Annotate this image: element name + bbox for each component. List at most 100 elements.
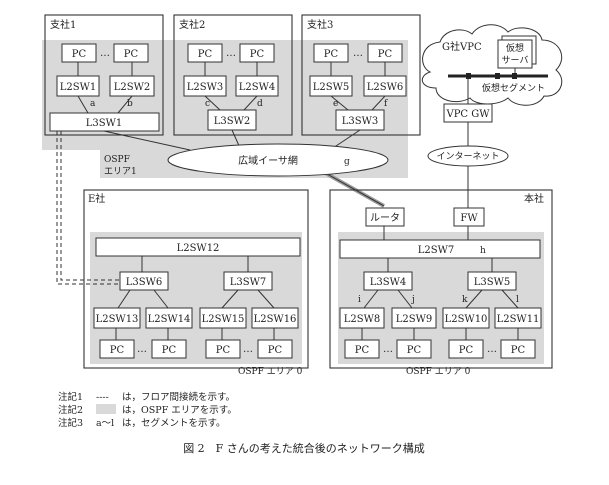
pc: PC: [355, 345, 370, 356]
segment-a: a: [90, 99, 96, 109]
hq-label: 本社: [524, 192, 544, 205]
note-1-id: 注記1: [58, 391, 83, 403]
branch-3: PC … PC L2SW5 L2SW6 e f L3SW3: [309, 43, 407, 131]
ellipsis: …: [383, 344, 393, 355]
l2sw10: L2SW10: [445, 314, 488, 325]
segment-f: f: [384, 99, 388, 109]
pc: PC: [250, 49, 265, 60]
segment-l: l: [516, 295, 519, 305]
l2sw5: L2SW5: [313, 82, 350, 93]
branch-2: PC … PC L2SW3 L2SW4 c d L3SW2: [183, 43, 279, 131]
segment-j: j: [411, 295, 415, 305]
branch-1-frame: [44, 14, 164, 136]
note-3-text: は，セグメントを示す。: [122, 417, 226, 429]
figure-caption: 図 2 F さんの考えた統合後のネットワーク構成: [183, 441, 425, 455]
ospf-area-1-label: OSPF: [104, 155, 130, 165]
l2sw11: L2SW11: [497, 314, 540, 325]
pc: PC: [72, 49, 87, 60]
segment-h: h: [480, 246, 486, 256]
ospf-area-0-hq-label: OSPF エリア 0: [406, 367, 471, 377]
ellipsis: …: [487, 344, 497, 355]
l3sw3: L3SW3: [342, 116, 379, 127]
virtual-server-label: 仮想: [506, 42, 524, 54]
l2sw4: L2SW4: [239, 82, 276, 93]
branch-2-frame: [173, 14, 293, 136]
l3sw4: L3SW4: [370, 277, 407, 288]
pc: PC: [162, 345, 177, 356]
l2sw12: L2SW12: [177, 243, 220, 254]
segment-c: c: [205, 99, 210, 109]
ellipsis: …: [100, 48, 110, 59]
branch-1-label: 支社1: [50, 18, 76, 31]
note-2-id: 注記2: [58, 404, 83, 416]
segment-i: i: [358, 295, 361, 305]
note-2-swatch: [96, 404, 116, 414]
router: ルータ: [370, 212, 400, 224]
ellipsis: …: [243, 344, 253, 355]
l2sw13: L2SW13: [96, 314, 139, 325]
internet: [427, 145, 509, 167]
ellipsis: …: [226, 48, 236, 59]
e-company-label: E社: [88, 192, 105, 205]
l2sw7: L2SW7: [418, 245, 455, 256]
pc: PC: [378, 49, 393, 60]
pc: PC: [459, 345, 474, 356]
pc: PC: [511, 345, 526, 356]
l3sw1: L3SW1: [86, 118, 123, 129]
hq: ルータ FW L2SW7 h L3SW4 L3SW5 i j k l L2SW8…: [339, 207, 542, 377]
l2sw16: L2SW16: [254, 314, 297, 325]
branch-2-label: 支社2: [179, 18, 205, 31]
l2sw2: L2SW2: [114, 82, 151, 93]
note-3-id: 注記3: [58, 417, 83, 429]
pc: PC: [198, 49, 213, 60]
e-company-frame: [83, 189, 309, 369]
l3sw7: L3SW7: [230, 277, 267, 288]
g-vpc-cloud: G社VPC 仮想 サーバ 仮想セグメント: [421, 24, 563, 106]
ellipsis: …: [353, 48, 363, 59]
e-company: L2SW12 L3SW6 L3SW7 L2SW13 L2SW14 L2SW15 …: [93, 237, 303, 377]
note-1-legend: ----: [96, 392, 109, 403]
pc: PC: [216, 345, 231, 356]
l3sw5: L3SW5: [474, 277, 511, 288]
wan-label: 広域イーサ網: [238, 154, 298, 167]
wide-area-ethernet: [167, 143, 389, 177]
hq-frame: [329, 189, 553, 369]
segment-d: d: [257, 99, 263, 109]
notes: 注記1 ---- は，フロア間接続を示す。 注記2 は，OSPF エリアを示す。…: [58, 391, 237, 429]
l2sw1: L2SW1: [60, 82, 97, 93]
note-1-text: は，フロア間接続を示す。: [122, 391, 235, 403]
ospf-area-0-e-label: OSPF エリア 0: [238, 367, 303, 377]
branch-3-label: 支社3: [307, 18, 333, 31]
l2sw15: L2SW15: [202, 314, 245, 325]
pc: PC: [124, 49, 139, 60]
vpc-gw: VPC GW: [445, 109, 490, 120]
branch-3-frame: [301, 14, 421, 136]
l2sw3: L2SW3: [187, 82, 224, 93]
virtual-segment-label: 仮想セグメント: [482, 82, 545, 94]
pc: PC: [324, 49, 339, 60]
pc: PC: [268, 345, 283, 356]
branch-1: PC … PC L2SW1 L2SW2 a b L3SW1: [49, 43, 160, 132]
l3sw6: L3SW6: [126, 277, 163, 288]
l2sw9: L2SW9: [396, 314, 433, 325]
segment-k: k: [462, 295, 468, 305]
virtual-server-label-2: サーバ: [502, 55, 529, 66]
pc: PC: [407, 345, 422, 356]
floor-interconnect: [56, 131, 120, 285]
l2sw14: L2SW14: [148, 314, 191, 325]
g-vpc-label: G社VPC: [442, 40, 482, 53]
l3sw2: L3SW2: [214, 116, 251, 127]
note-3-legend: a〜l: [96, 418, 114, 429]
l2sw6: L2SW6: [367, 82, 404, 93]
l2sw8: L2SW8: [344, 314, 381, 325]
pc: PC: [110, 345, 125, 356]
ellipsis: …: [137, 344, 147, 355]
segment-e: e: [333, 99, 338, 109]
segment-g: g: [344, 157, 350, 167]
ospf-area-1-label-2: エリア1: [104, 167, 137, 177]
fw: FW: [460, 213, 478, 224]
note-2-text: は，OSPF エリアを示す。: [122, 405, 237, 416]
internet-label: インターネット: [436, 151, 499, 162]
ospf-area-1: [42, 40, 408, 178]
